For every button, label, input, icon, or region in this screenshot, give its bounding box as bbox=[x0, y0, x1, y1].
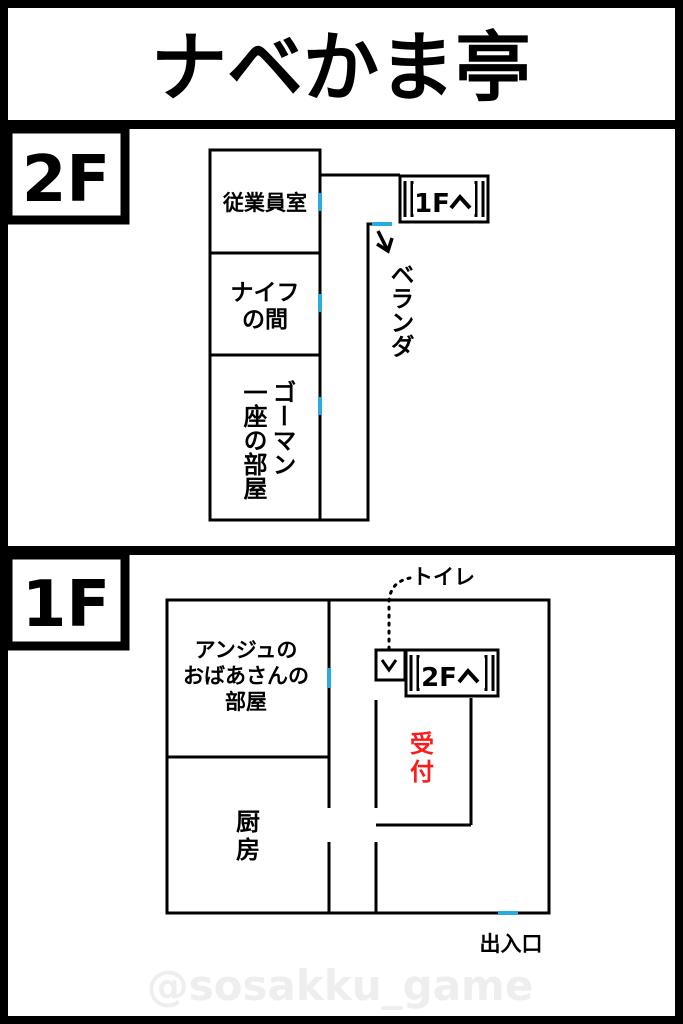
floor-2f: 2F 1F bbox=[3, 124, 490, 522]
veranda-arrow-icon bbox=[376, 230, 394, 254]
room-grandma-line3: 部屋 bbox=[225, 690, 267, 714]
room-staff-room: 従業員室 bbox=[222, 191, 307, 215]
room-kitchen-line2: 房 bbox=[236, 836, 260, 864]
page-title: ナベかま亭 bbox=[151, 23, 531, 112]
floor-1f-badge-text: 1F bbox=[22, 568, 110, 642]
watermark: @sosakku_game bbox=[147, 961, 534, 1010]
stairs-2f-label: 1F bbox=[414, 189, 450, 219]
floor-2f-walls bbox=[208, 148, 400, 522]
stairs-to-2f: 2F bbox=[404, 648, 500, 698]
room-knife-room-line1: ナイフ bbox=[231, 280, 300, 306]
room-gorman-right: ゴーマン bbox=[268, 379, 296, 476]
toilet-pointer bbox=[380, 576, 412, 673]
floor-1f-doors bbox=[327, 668, 518, 915]
floor-1f-badge bbox=[3, 550, 130, 651]
floor-2f-badge-text: 2F bbox=[22, 143, 110, 217]
door-knife-room bbox=[318, 294, 322, 312]
stairs-2f-arrow-icon bbox=[449, 193, 472, 210]
room-grandma-line1: アンジュの bbox=[195, 638, 298, 662]
door-grandma-room bbox=[327, 668, 331, 688]
door-gorman-room bbox=[318, 397, 322, 415]
stairs-to-1f: 1F bbox=[398, 174, 490, 224]
door-veranda bbox=[372, 222, 392, 226]
title-panel bbox=[8, 8, 675, 120]
door-entrance bbox=[498, 911, 518, 915]
door-staff-room bbox=[318, 193, 322, 211]
room-kitchen-line1: 厨 bbox=[236, 808, 260, 836]
floor-1f-walls bbox=[165, 598, 551, 915]
floor-2f-doors bbox=[318, 193, 392, 415]
stairs-1f-arrow-icon bbox=[457, 667, 480, 684]
room-reception-line2: 付 bbox=[410, 758, 434, 786]
veranda-label: ベランダ bbox=[386, 262, 414, 358]
entrance-label: 出入口 bbox=[480, 932, 543, 956]
floor-1f: 1F 2F bbox=[3, 550, 551, 956]
floor-2f-badge bbox=[3, 124, 130, 225]
room-gorman-left: 一座の部屋 bbox=[239, 380, 267, 501]
room-knife-room-line2: の間 bbox=[242, 307, 288, 333]
room-reception-line1: 受 bbox=[410, 730, 434, 758]
room-grandma-line2: おばあさんの bbox=[183, 664, 309, 688]
toilet-arrow-icon bbox=[380, 659, 398, 673]
stairs-1f-label: 2F bbox=[421, 663, 457, 693]
toilet-label: トイレ bbox=[412, 565, 475, 589]
